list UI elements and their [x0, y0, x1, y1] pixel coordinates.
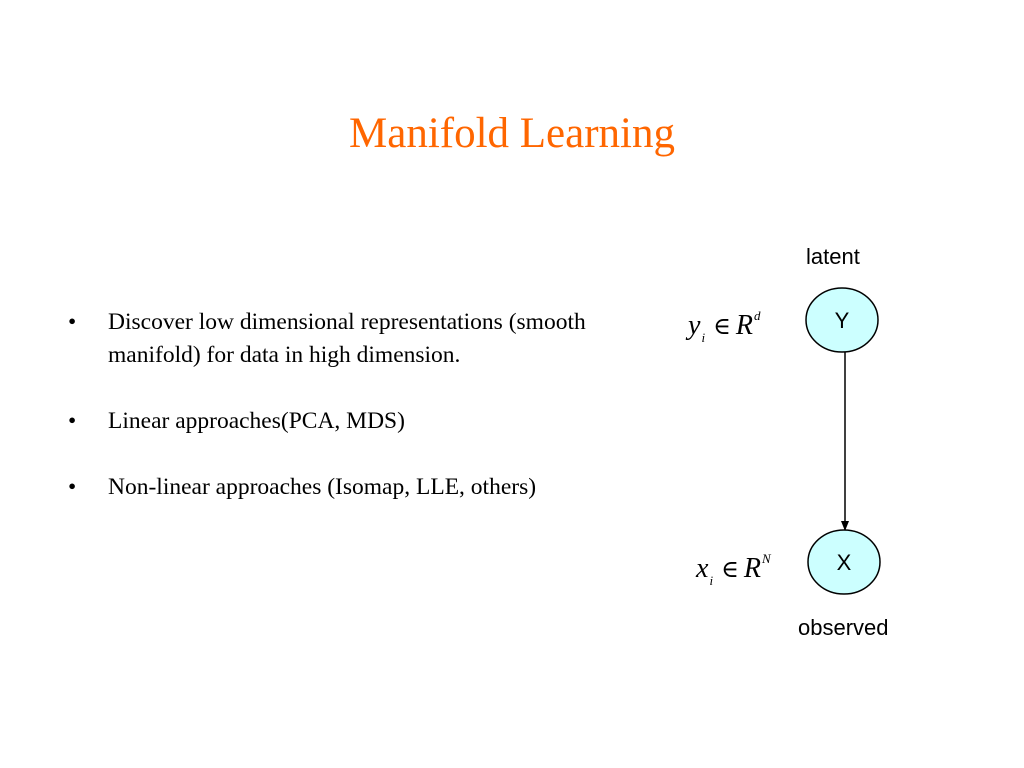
- bullet-list: • Discover low dimensional representatio…: [68, 306, 638, 537]
- formula-x-sub: i: [709, 573, 714, 588]
- bullet-item: • Non-linear approaches (Isomap, LLE, ot…: [68, 471, 638, 504]
- slide-title: Manifold Learning: [349, 110, 675, 157]
- bullet-marker: •: [68, 474, 77, 500]
- formula-y: yi ∈Rd: [688, 308, 761, 345]
- latent-node-circle: [805, 287, 879, 353]
- observed-node-label: X: [837, 550, 852, 575]
- formula-x-var: x: [696, 553, 709, 584]
- latent-node-label: Y: [835, 308, 850, 333]
- bullet-item: • Linear approaches(PCA, MDS): [68, 405, 638, 438]
- bullet-text: Discover low dimensional representations…: [108, 309, 586, 368]
- bullet-marker: •: [68, 309, 77, 335]
- element-of-symbol: ∈: [721, 555, 739, 583]
- bullet-marker: •: [68, 408, 77, 434]
- formula-x-space: R: [743, 553, 761, 584]
- element-of-symbol: ∈: [713, 312, 731, 340]
- formula-x-sup: N: [761, 551, 771, 566]
- formula-y-var: y: [688, 310, 701, 341]
- bullet-text: Linear approaches(PCA, MDS): [108, 408, 405, 434]
- formula-y-sub: i: [701, 330, 706, 345]
- observed-label: observed: [798, 615, 889, 640]
- bullet-item: • Discover low dimensional representatio…: [68, 306, 638, 372]
- formula-y-space: R: [735, 310, 753, 341]
- observed-node-circle: [807, 529, 881, 595]
- formula-x: xi ∈RN: [696, 551, 771, 588]
- latent-label: latent: [806, 244, 860, 269]
- formula-y-sup: d: [753, 308, 761, 323]
- bullet-text: Non-linear approaches (Isomap, LLE, othe…: [108, 474, 537, 500]
